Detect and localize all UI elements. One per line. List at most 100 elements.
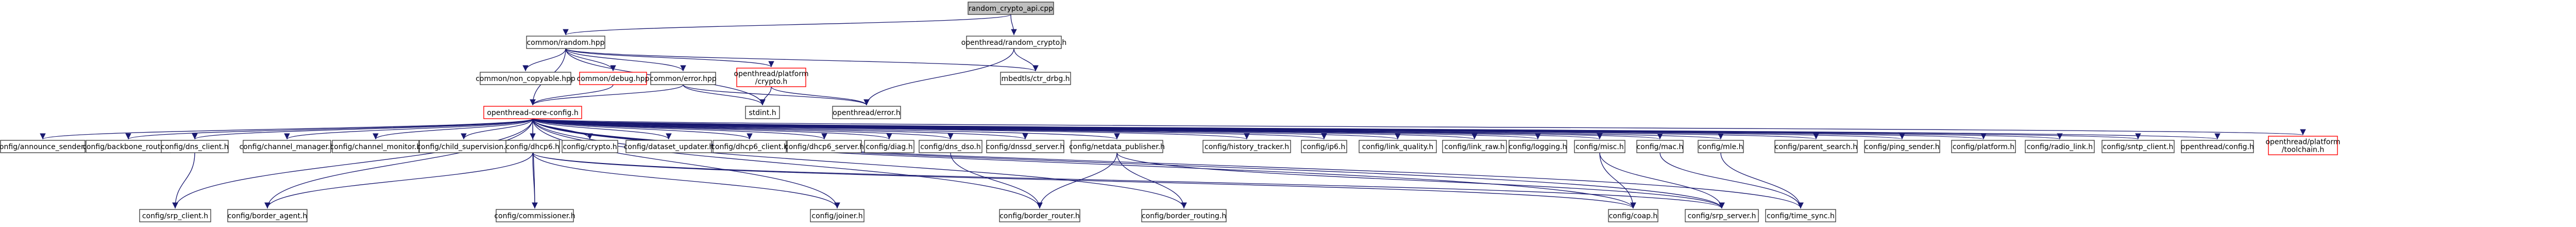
node-box [2025, 140, 2095, 153]
node-config-mac[interactable]: config/mac.h [1636, 140, 1684, 153]
node-common-non-copyable[interactable]: common/non_copyable.hpp [476, 72, 575, 85]
node-config-srp-server[interactable]: config/srp_server.h [1685, 209, 1759, 222]
node-layer: random_crypto_api.cpp common/random.hpp op… [0, 2, 2341, 222]
include-edge-openthread_core_config-to-config_dataset_updater [532, 118, 672, 140]
include-edge-config_dhcp6-to-config_border_agent [264, 152, 533, 209]
node-box [1000, 72, 1071, 85]
include-edge-openthread_core_config-to-config_border_agent [264, 118, 533, 209]
node-config-dhcp6-server[interactable]: config/dhcp6_server.h [785, 140, 864, 153]
node-config-history-tracker[interactable]: config/history_tracker.h [1202, 140, 1291, 153]
node-label: config/netdata_publisher.h [1069, 143, 1165, 151]
node-config-diag[interactable]: config/diag.h [864, 140, 914, 153]
include-edge-openthread_core_config-to-config_joiner [532, 118, 840, 209]
node-box [864, 140, 914, 153]
node-config-border-agent[interactable]: config/border_agent.h [227, 209, 308, 222]
node-label: config/joiner.h [811, 212, 862, 220]
node-openthread-core-config[interactable]: openthread-core-config.h [483, 106, 582, 119]
node-common-debug[interactable]: common/debug.hpp [577, 72, 650, 85]
node-label: common/non_copyable.hpp [476, 75, 575, 83]
node-config-joiner[interactable]: config/joiner.h [810, 209, 865, 222]
node-label: common/random.hpp [527, 39, 604, 47]
node-config-commissioner[interactable]: config/commissioner.h [494, 209, 575, 222]
node-box [579, 72, 647, 85]
node-box [1636, 140, 1684, 153]
node-box [625, 140, 712, 153]
node-label: config/sntp_client.h [2103, 143, 2174, 151]
include-edge-openthread_core_config-to-config_announce_sender [40, 118, 533, 140]
include-edge-config_netdata_publisher-to-config_border_routing [1116, 152, 1187, 209]
node-label: config/link_quality.h [1362, 143, 1434, 151]
node-config-srp-client[interactable]: config/srp_client.h [139, 209, 211, 222]
node-config-crypto[interactable]: config/crypto.h [562, 140, 618, 153]
node-config-mle[interactable]: config/mle.h [1698, 140, 1744, 153]
node-box [505, 140, 560, 153]
node-config-child-supervision[interactable]: config/child_supervision.h [417, 140, 511, 153]
node-box [2268, 136, 2338, 155]
node-label: config/platform.h [1953, 143, 2014, 151]
node-config-channel-monitor[interactable]: config/channel_monitor.h [330, 140, 421, 153]
include-edge-config_mle-to-config_time_sync [1720, 152, 1804, 209]
node-openthread-platform-crypto[interactable]: openthread/platform/crypto.h [734, 68, 809, 87]
include-edge-config_dhcp6-to-config_commissioner [532, 152, 538, 209]
include-edge-common_debug-to-openthread_core_config [530, 84, 614, 106]
node-label: config/misc.h [1575, 143, 1623, 151]
node-config-channel-manager[interactable]: config/channel_manager.h [240, 140, 335, 153]
node-label: openthread/config.h [2181, 143, 2254, 151]
node-openthread-error[interactable]: openthread/error.h [832, 106, 901, 119]
node-box [650, 72, 716, 85]
node-config-radio-link[interactable]: config/radio_link.h [2025, 140, 2095, 153]
node-box [526, 36, 605, 49]
node-label: config/dhcp6_client.h [711, 143, 788, 151]
node-box [243, 140, 331, 153]
node-config-coap[interactable]: config/coap.h [1608, 209, 1658, 222]
node-config-announce-sender[interactable]: config/announce_sender.h [0, 140, 90, 153]
node-common-error[interactable]: common/error.hpp [650, 72, 717, 85]
include-edge-common_random-to-common_non_copyable [522, 48, 566, 72]
node-config-misc[interactable]: config/misc.h [1574, 140, 1625, 153]
node-config-backbone-router[interactable]: config/backbone_router.h [82, 140, 174, 153]
node-config-dataset-updater[interactable]: config/dataset_updater.h [624, 140, 714, 153]
include-edge-common_random-to-common_error [565, 48, 686, 72]
node-config-border-router[interactable]: config/border_router.h [999, 209, 1080, 222]
node-config-netdata-publisher[interactable]: config/netdata_publisher.h [1069, 140, 1165, 153]
include-edge-config_misc-to-config_srp_server [1599, 152, 1725, 209]
node-config-dnssd-server[interactable]: config/dnssd_server.h [986, 140, 1064, 153]
node-label: common/error.hpp [650, 75, 717, 83]
node-config-time-sync[interactable]: config/time_sync.h [1765, 209, 1836, 222]
node-common-random[interactable]: common/random.hpp [526, 36, 605, 49]
node-config-dns-client[interactable]: config/dns_client.h [161, 140, 229, 153]
node-config-ip6[interactable]: config/ip6.h [1301, 140, 1347, 153]
node-config-ping-sender[interactable]: config/ping_sender.h [1864, 140, 1940, 153]
node-mbedtls-ctr-drbg[interactable]: mbedtls/ctr_drbg.h [1000, 72, 1071, 85]
include-edge-openthread_platform_crypto-to-stdint [759, 86, 772, 106]
include-edge-common_random-to-mbedtls_ctr_drbg [565, 48, 1039, 72]
node-box [1774, 140, 1858, 153]
node-box [332, 140, 419, 153]
node-config-dns-dso[interactable]: config/dns_dso.h [919, 140, 982, 153]
node-box [0, 140, 86, 153]
node-config-dhcp6[interactable]: config/dhcp6.h [505, 140, 560, 153]
node-random-crypto-api[interactable]: random_crypto_api.cpp [968, 2, 1054, 15]
node-label: config/dhcp6.h [506, 143, 560, 151]
node-config-dhcp6-client[interactable]: config/dhcp6_client.h [711, 140, 788, 153]
node-openthread-random-crypto[interactable]: openthread/random_crypto.h [961, 36, 1067, 49]
node-config-link-quality[interactable]: config/link_quality.h [1359, 140, 1437, 153]
node-label: config/backbone_router.h [82, 143, 174, 151]
include-edge-config_dhcp6-to-config_joiner [532, 152, 840, 209]
node-openthread-config[interactable]: openthread/config.h [2181, 140, 2254, 153]
node-label: config/child_supervision.h [417, 143, 510, 151]
include-edge-openthread_core_config-to-config_dhcp6_server [532, 118, 827, 140]
node-config-parent-search[interactable]: config/parent_search.h [1774, 140, 1858, 153]
node-box [562, 140, 618, 153]
node-config-logging[interactable]: config/logging.h [1509, 140, 1567, 153]
include-edge-openthread_core_config-to-config_channel_monitor [372, 118, 533, 140]
include-edge-openthread_random_crypto-to-openthread_error [863, 48, 1014, 106]
node-config-sntp-client[interactable]: config/sntp_client.h [2102, 140, 2175, 153]
node-stdint[interactable]: stdint.h [745, 106, 780, 119]
node-box [1202, 140, 1291, 153]
node-box [480, 72, 571, 85]
node-config-border-routing[interactable]: config/border_routing.h [1141, 209, 1227, 222]
node-config-link-raw[interactable]: config/link_raw.h [1442, 140, 1507, 153]
node-config-platform[interactable]: config/platform.h [1951, 140, 2016, 153]
node-openthread-platform-toolchain[interactable]: openthread/platform/toolchain.h [2265, 136, 2341, 155]
